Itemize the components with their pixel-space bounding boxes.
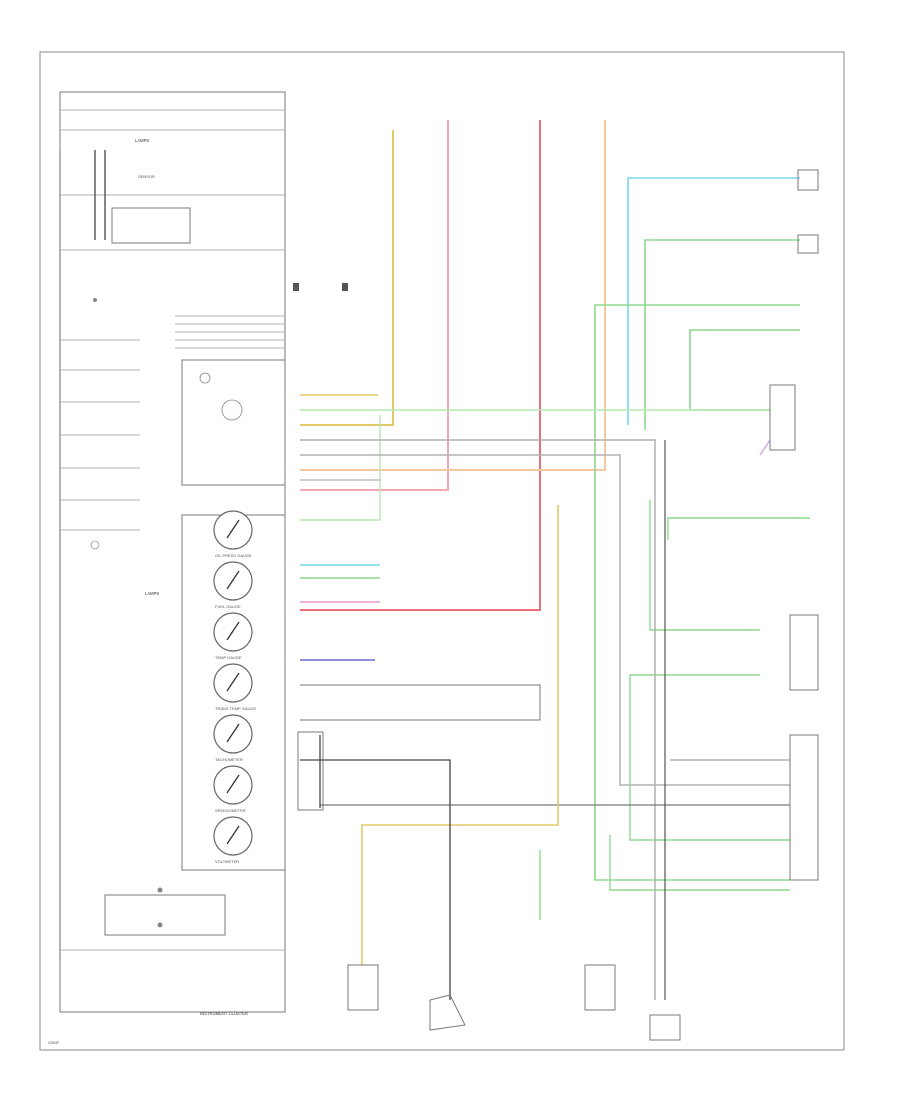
gauge-label: OIL PRESS GAUGE [215,553,252,558]
abs-component [649,1014,681,1041]
gauge-needle [226,825,240,845]
gauge-needle [226,570,240,590]
lamp-rows [60,298,140,550]
wire-green-1 [644,239,800,430]
gauge-group: OIL PRESS GAUGE FUEL GAUGE TEMP GAUGE TRANS… [213,510,257,864]
gauge-label: TACHOMETER [215,757,243,762]
wire-yellow-1 [300,130,394,426]
svg-text:G9MF: G9MF [48,1040,60,1045]
wire-green-2 [594,304,800,881]
svg-text:LAMPS: LAMPS [145,591,159,596]
wire-yellow-3 [361,505,559,965]
vss-component [347,964,379,1011]
instrument-cluster-box [59,91,286,1013]
wire-gray-4 [300,684,541,721]
wire-gray-1 [300,439,656,1000]
wire-cyan-1 [627,177,800,425]
wire-green-3 [689,329,800,411]
gauge-needle [226,519,240,539]
gauge-label: FUEL GAUGE [215,604,241,609]
wire-green-5 [300,415,381,521]
wire-peach-1 [300,120,606,471]
wire-pink-1 [300,120,449,491]
gauge-label: TEMP GAUGE [215,655,242,660]
gauge-needle [226,723,240,743]
wire-green-9 [609,835,790,891]
svg-text:SENSOR: SENSOR [138,174,155,179]
wire-lavender-1 [759,439,771,456]
gauge-needle [226,621,240,641]
svg-text:LAMPS: LAMPS [135,138,149,143]
diagram-frame [39,51,845,1051]
wire-green-6 [667,517,810,540]
gauge-label: SPEEDOMETER [215,808,246,813]
pcm-component [584,964,616,1011]
pass-lock-component [429,994,466,1031]
wire-green-8 [629,674,790,841]
wire-red-1 [300,120,541,611]
gauge-needle [226,774,240,794]
cluster-label: INSTRUMENT CLUSTER [200,1011,248,1016]
gauge-label: TRANS TEMP GAUGE [215,706,257,711]
gauge-label: VOLTMETER [215,859,239,864]
wire-green-7 [649,500,760,631]
gauge-needle [226,672,240,692]
wire-gray-2 [300,454,790,786]
